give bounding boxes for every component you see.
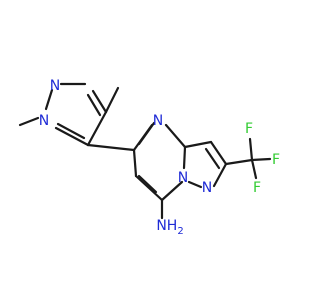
bond bbox=[44, 88, 54, 111]
bond bbox=[18, 116, 40, 127]
bond bbox=[164, 123, 187, 149]
bond bbox=[209, 140, 228, 166]
bond bbox=[137, 121, 156, 146]
bond bbox=[224, 158, 254, 166]
atom-label-amine: NH2 bbox=[156, 218, 183, 237]
molecule-diagram: N N N N N NH2 F F F bbox=[18, 78, 280, 237]
amine-subscript: 2 bbox=[177, 226, 183, 237]
atom-label-f-top: F bbox=[245, 121, 253, 137]
bond bbox=[86, 143, 136, 152]
bond bbox=[160, 180, 184, 202]
bond bbox=[187, 180, 203, 189]
atom-label-f-bottom: F bbox=[253, 180, 261, 196]
atom-label-n-bridge: N bbox=[178, 170, 188, 186]
bond bbox=[56, 122, 86, 140]
atom-label-n-pyrimidine: N bbox=[153, 113, 163, 129]
bonds bbox=[18, 82, 272, 220]
amine-text: NH bbox=[156, 218, 177, 234]
bond bbox=[250, 158, 258, 180]
bond bbox=[204, 147, 221, 170]
bond bbox=[91, 89, 108, 114]
bond bbox=[182, 145, 187, 170]
bond bbox=[183, 140, 213, 149]
bond bbox=[86, 110, 108, 147]
bond bbox=[132, 148, 138, 178]
bond bbox=[86, 93, 102, 117]
atom-labels: N N N N N NH2 F F F bbox=[39, 78, 280, 237]
bond bbox=[248, 137, 254, 162]
atom-label-n-pyrazole: N bbox=[50, 78, 60, 94]
bond bbox=[212, 162, 228, 188]
bond bbox=[134, 174, 164, 202]
atom-label-n-methyl: N bbox=[39, 113, 49, 129]
bond bbox=[137, 174, 158, 194]
atom-label-n-ring: N bbox=[202, 180, 212, 196]
bond bbox=[54, 126, 90, 147]
bond bbox=[104, 86, 120, 114]
structure-canvas: N N N N N NH2 F F F bbox=[18, 78, 280, 237]
bond bbox=[250, 157, 272, 162]
atom-label-f-right: F bbox=[272, 152, 280, 168]
